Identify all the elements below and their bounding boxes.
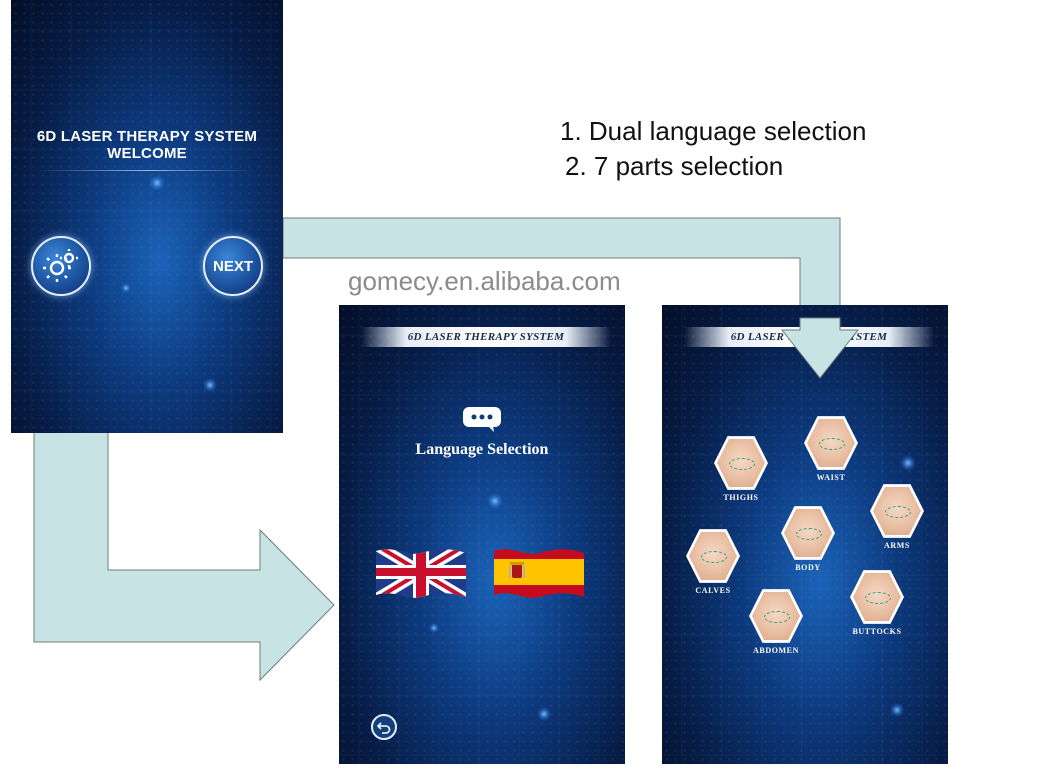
- part-thighs-image: [714, 436, 768, 490]
- part-label: BODY: [795, 563, 821, 572]
- spain-flag-icon[interactable]: [494, 545, 584, 599]
- language-selection-title: Language Selection: [415, 441, 549, 458]
- part-label: THIGHS: [723, 493, 759, 502]
- glow-spot: [890, 703, 904, 717]
- watermark: gomecy.en.alibaba.com: [348, 266, 621, 296]
- background-grid-lines: [11, 0, 283, 433]
- welcome-title: 6D LASER THERAPY SYSTEM WELCOME: [11, 128, 283, 162]
- glow-spot: [487, 493, 503, 509]
- background-dots: [11, 0, 283, 433]
- header-banner: 6D LASER THERAPY SYSTEM: [361, 327, 611, 347]
- feature-steps: 1. Dual language selection 2. 7 parts se…: [560, 114, 866, 184]
- welcome-title-line1: 6D LASER THERAPY SYSTEM: [36, 128, 258, 145]
- header-banner: 6D LASER THERAPY SYSTEM: [684, 327, 934, 347]
- part-abdomen-image: [749, 589, 803, 643]
- settings-button[interactable]: [31, 236, 91, 296]
- part-buttocks-image: [850, 570, 904, 624]
- part-abdomen[interactable]: ABDOMEN: [745, 588, 807, 655]
- part-waist[interactable]: WAIST: [800, 415, 862, 482]
- step-1: 1. Dual language selection: [560, 116, 867, 146]
- part-label: ABDOMEN: [753, 646, 799, 655]
- part-calves-image: [686, 529, 740, 583]
- part-body[interactable]: BODY: [777, 505, 839, 572]
- glow-spot: [149, 175, 165, 191]
- part-buttocks[interactable]: BUTTOCKS: [846, 569, 908, 636]
- glow-spot: [900, 455, 916, 471]
- part-arms-image: [870, 484, 924, 538]
- glow-spot: [429, 623, 439, 633]
- part-waist-image: [804, 416, 858, 470]
- step-2: 2. 7 parts selection: [565, 151, 784, 181]
- back-arrow-icon: [377, 722, 391, 734]
- part-calves[interactable]: CALVES: [682, 528, 744, 595]
- chat-bubble-icon: [463, 407, 501, 432]
- part-arms[interactable]: ARMS: [866, 483, 928, 550]
- part-thighs[interactable]: THIGHS: [710, 435, 772, 502]
- back-button[interactable]: [371, 714, 397, 740]
- background-grid-lines: [339, 305, 625, 764]
- part-label: BUTTOCKS: [852, 627, 902, 636]
- part-label: WAIST: [816, 473, 846, 482]
- uk-flag-icon[interactable]: [376, 545, 466, 599]
- welcome-screen: 6D LASER THERAPY SYSTEM WELCOME NEXT: [11, 0, 283, 433]
- parts-screen: 6D LASER THERAPY SYSTEM THIGHS WAIST ARM…: [662, 305, 948, 764]
- title-divider: [37, 170, 257, 171]
- next-button[interactable]: NEXT: [203, 236, 263, 296]
- welcome-title-line2: WELCOME: [107, 145, 187, 162]
- language-screen: 6D LASER THERAPY SYSTEM Language Selecti…: [339, 305, 625, 764]
- gear-icon: [43, 249, 78, 282]
- background-dots: [339, 305, 625, 764]
- part-label: CALVES: [695, 586, 731, 595]
- part-body-image: [781, 506, 835, 560]
- part-label: ARMS: [884, 541, 910, 550]
- glow-spot: [203, 378, 217, 392]
- glow-spot: [537, 707, 551, 721]
- glow-spot: [121, 283, 131, 293]
